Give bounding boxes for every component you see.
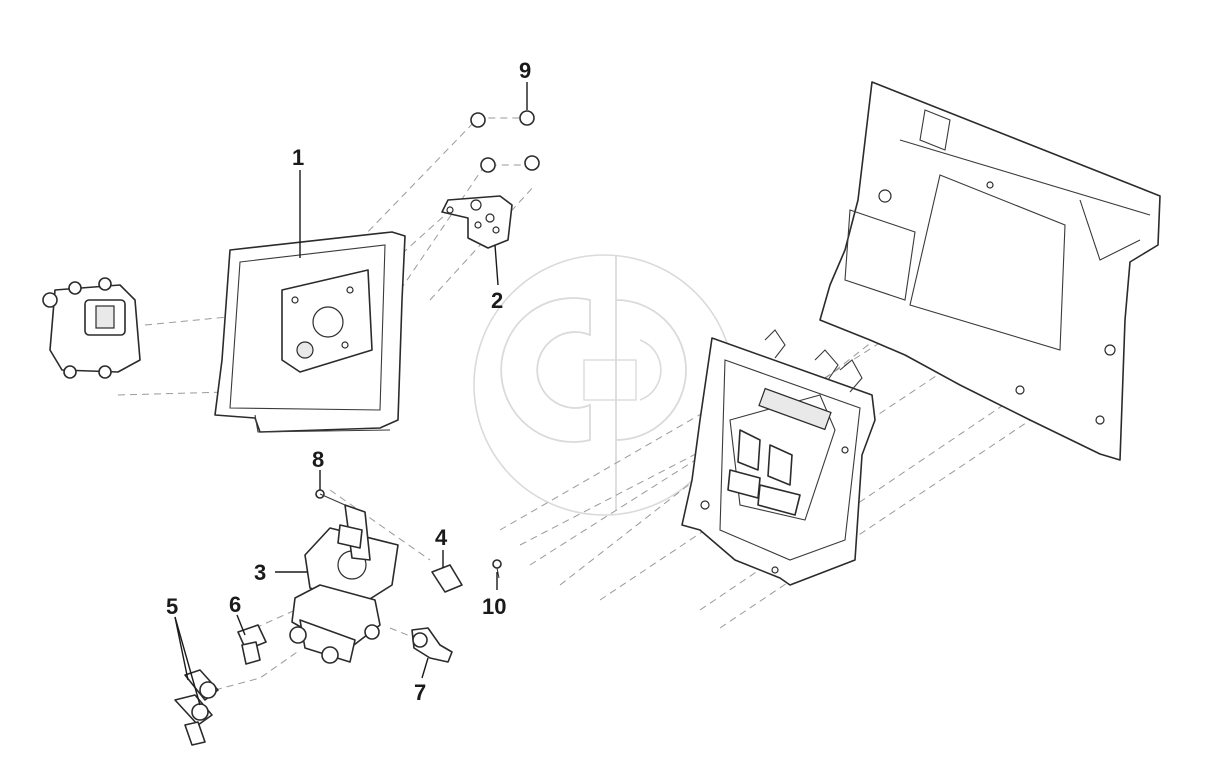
callout-10: 10 bbox=[482, 594, 506, 619]
part-1-bracket bbox=[214, 231, 406, 433]
callout-3: 3 bbox=[254, 560, 266, 585]
part-3-valve-body bbox=[289, 504, 399, 664]
part-2-bracket bbox=[441, 195, 513, 249]
part-9-nuts bbox=[470, 110, 540, 173]
floor-panel bbox=[819, 81, 1161, 461]
callout-6: 6 bbox=[229, 592, 241, 617]
part-5-connectors bbox=[174, 669, 219, 746]
callout-9: 9 bbox=[519, 58, 531, 83]
part-7-sensor bbox=[411, 627, 453, 663]
callout-7: 7 bbox=[414, 680, 426, 705]
part-4-bushing bbox=[431, 564, 463, 593]
leader-lines bbox=[174, 82, 528, 706]
callout-1: 1 bbox=[292, 145, 304, 170]
callout-8: 8 bbox=[312, 447, 324, 472]
part-6-fitting bbox=[237, 624, 267, 665]
callout-labels: 1 2 3 4 5 6 7 8 9 10 bbox=[166, 58, 531, 705]
callout-4: 4 bbox=[435, 525, 448, 550]
part-10-screw bbox=[492, 559, 502, 579]
callout-5: 5 bbox=[166, 594, 178, 619]
callout-2: 2 bbox=[491, 288, 503, 313]
mounting-plate-assembly bbox=[681, 329, 876, 586]
left-valve-assembly bbox=[42, 277, 141, 379]
